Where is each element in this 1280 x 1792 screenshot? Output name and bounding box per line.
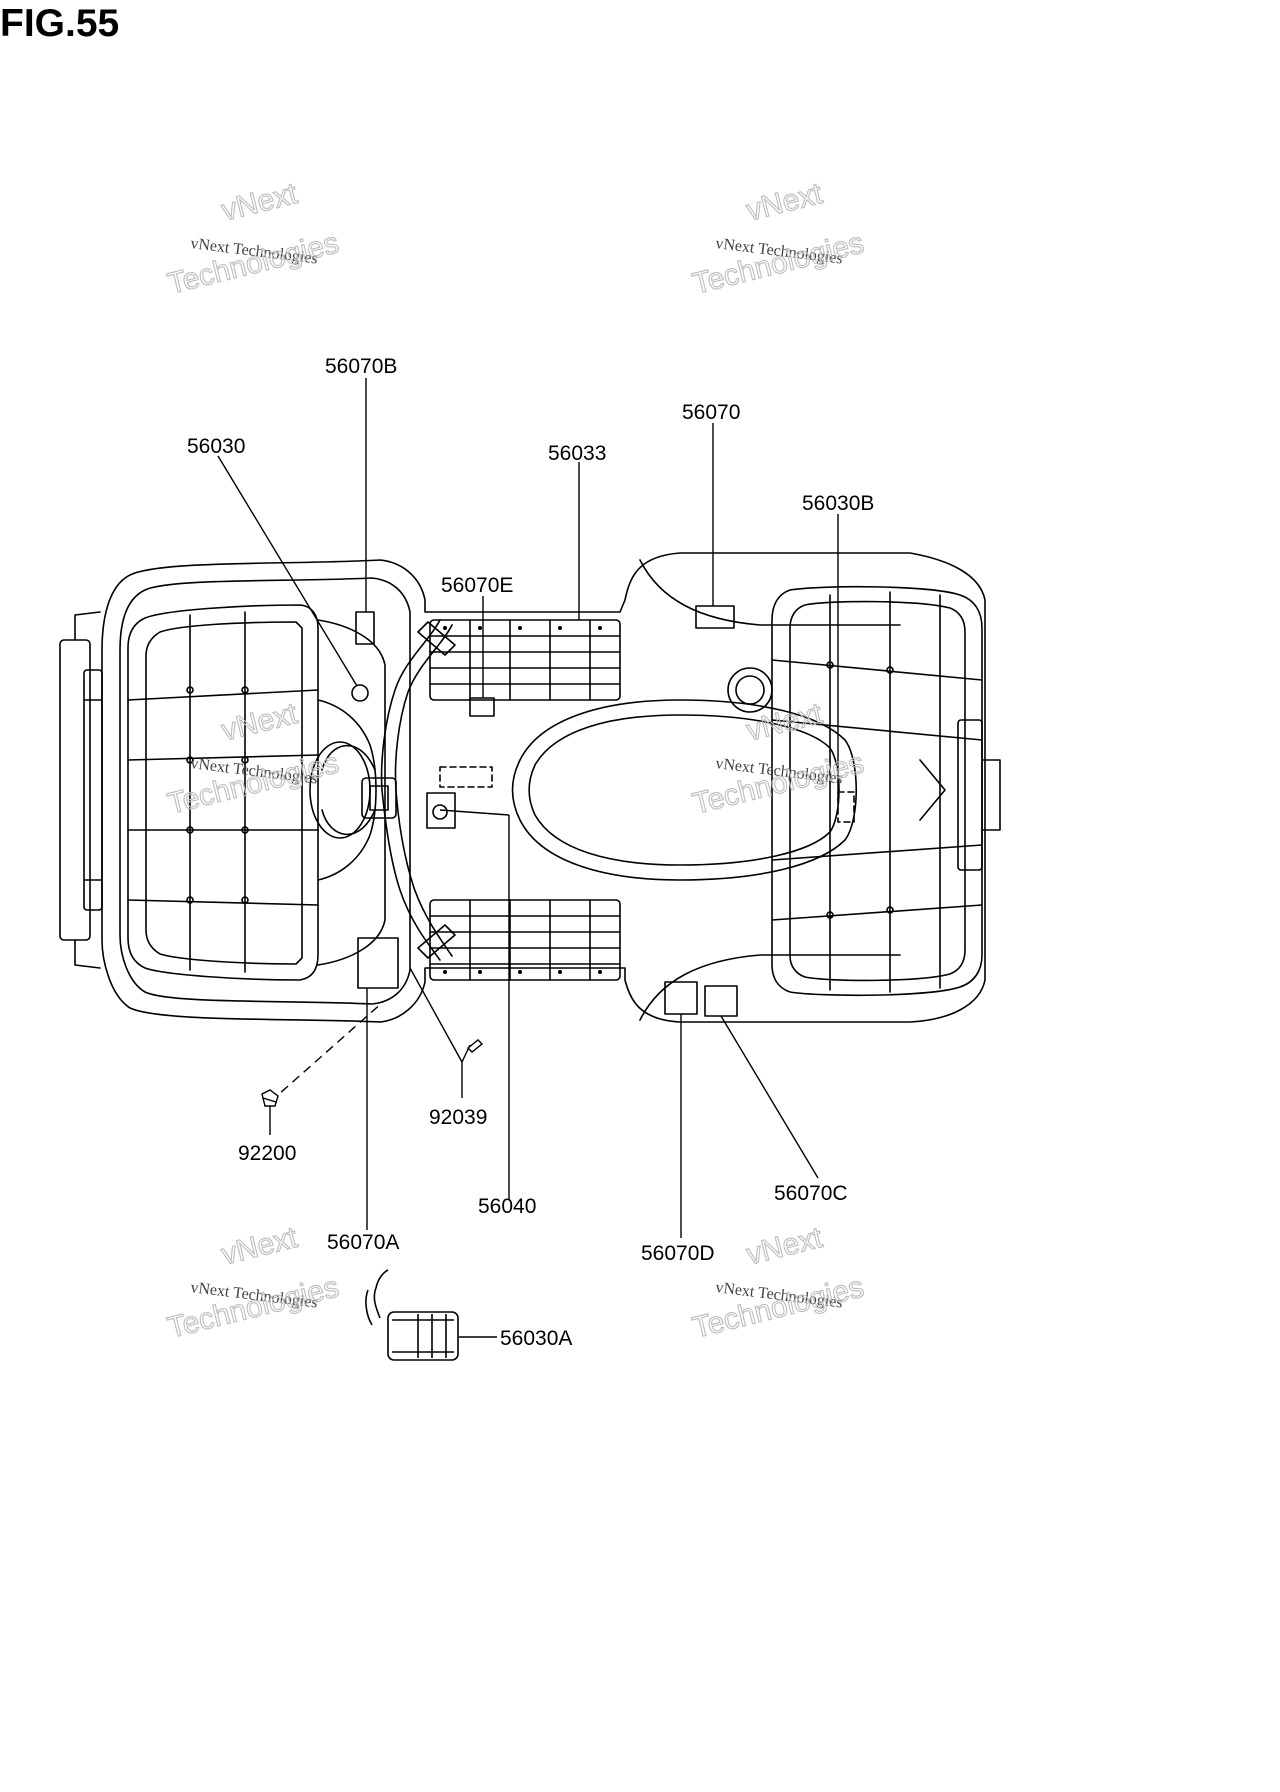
rivet-92039 — [466, 1039, 484, 1053]
callout-92200: 92200 — [238, 1142, 296, 1165]
callout-labels: 56070B 56030 56070 56033 56030B 56070E 9… — [187, 355, 874, 1350]
front-bumper — [59, 639, 91, 941]
display-pod — [361, 777, 397, 819]
svg-text:vNext: vNext — [743, 177, 826, 228]
callout-56070E: 56070E — [441, 574, 513, 597]
front-fender — [317, 619, 386, 966]
watermark-mid-left: vNext Technologies vNext Technologies — [164, 696, 343, 821]
callout-56070B: 56070B — [325, 355, 397, 378]
bumper-bar — [74, 611, 101, 969]
decal-56070E — [469, 697, 495, 717]
decal-56070 — [695, 605, 735, 629]
callout-56070: 56070 — [682, 401, 740, 424]
callout-56033: 56033 — [548, 442, 606, 465]
decal-56070B — [355, 611, 375, 645]
callout-56030A: 56030A — [500, 1327, 572, 1350]
svg-text:vNext: vNext — [218, 177, 301, 228]
front-rack — [127, 604, 319, 981]
leader-lines — [217, 378, 839, 1338]
footboard-upper — [429, 619, 621, 701]
watermark-top-left: vNext Technologies vNext Technologies — [164, 176, 343, 301]
rear-rack — [771, 585, 983, 997]
callout-92039: 92039 — [429, 1106, 487, 1129]
screw-92200 — [261, 1089, 279, 1107]
svg-text:vNext: vNext — [218, 697, 301, 748]
nose — [317, 699, 377, 881]
atv-top-view — [59, 552, 1001, 1023]
body-outline-inner — [119, 577, 411, 1005]
handlebar-grip-left — [417, 621, 456, 656]
rear-fender — [639, 559, 901, 626]
decal-56070A — [357, 937, 399, 989]
decal-56070D — [664, 981, 698, 1015]
callout-56040: 56040 — [478, 1195, 536, 1218]
watermark-bottom-left: vNext Technologies vNext Technologies — [164, 1220, 343, 1345]
tail-light — [957, 719, 983, 871]
callout-56030B: 56030B — [802, 492, 874, 515]
callout-56070D: 56070D — [641, 1242, 715, 1265]
body-outline — [101, 552, 986, 1023]
watermark-top-right: vNext Technologies vNext Technologies — [689, 176, 868, 301]
watermark-bottom-right: vNext Technologies vNext Technologies — [689, 1220, 868, 1345]
decal-56040-dashed — [439, 766, 493, 788]
fuel-cap — [727, 667, 773, 713]
callout-56030: 56030 — [187, 435, 245, 458]
svg-text:vNext: vNext — [743, 1221, 826, 1272]
decal-56030 — [351, 684, 369, 702]
footboard-lower — [429, 899, 621, 981]
seat — [511, 699, 857, 881]
toolkit-56030A — [365, 1269, 459, 1361]
figure-title: FIG.55 — [0, 2, 120, 45]
handlebar — [380, 619, 441, 961]
svg-text:vNext: vNext — [218, 1221, 301, 1272]
decal-56070C — [704, 985, 738, 1017]
callout-56070C: 56070C — [774, 1182, 848, 1205]
decal-56030B — [837, 791, 855, 823]
callout-56070A: 56070A — [327, 1231, 399, 1254]
